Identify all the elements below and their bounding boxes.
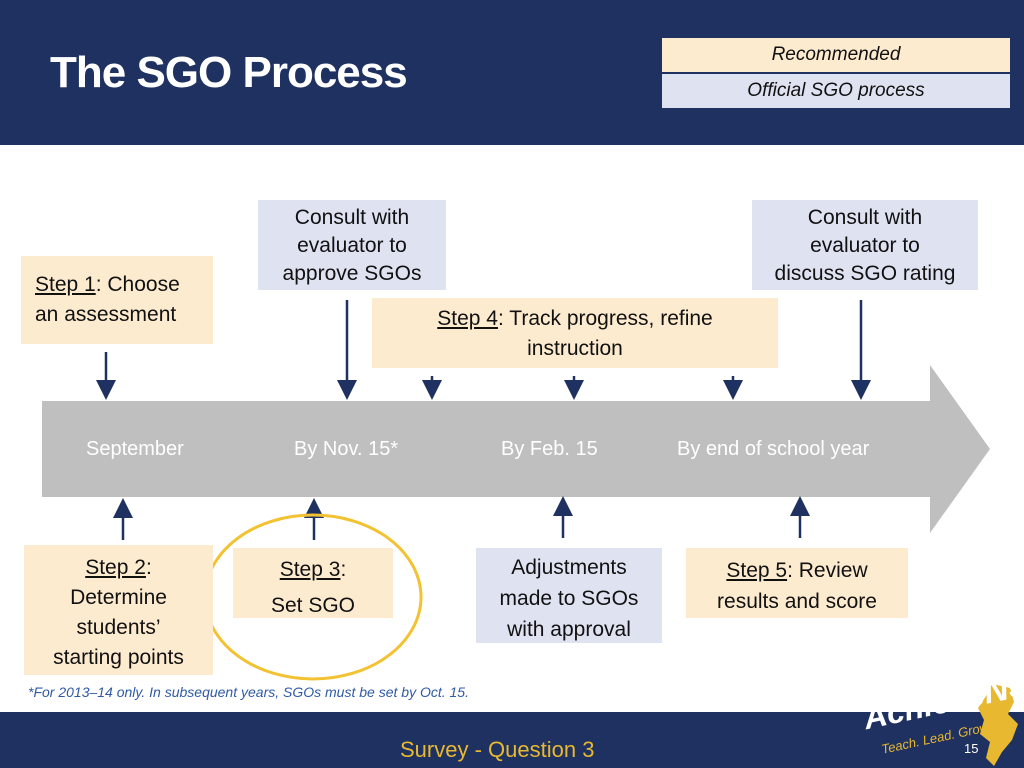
step3-text2: Set SGO: [270, 594, 356, 617]
header-bar: [0, 0, 1024, 145]
consult-approve-line1: Consult with: [294, 206, 410, 229]
consult-discuss-line1: Consult with: [807, 206, 923, 229]
step3-text1: :: [340, 558, 347, 581]
step5-box: Step 5: Review results and score: [686, 548, 908, 618]
consult-discuss-box: Consult with evaluator to discuss SGO ra…: [752, 200, 978, 290]
step2-text2: Determine: [70, 586, 167, 609]
consult-discuss-line3: discuss SGO rating: [774, 262, 956, 285]
step4-box: Step 4: Track progress, refine instructi…: [372, 298, 778, 368]
step3-box: Step 3: Set SGO: [233, 548, 393, 618]
timeline-label-end-of-year: By end of school year: [677, 438, 870, 460]
adjustments-box: Adjustments made to SGOs with approval: [476, 548, 662, 643]
nj-state-icon: [978, 684, 1018, 766]
step5-label: Step 5: [726, 559, 788, 582]
step2-box: Step 2: Determine students’ starting poi…: [24, 545, 213, 675]
page-title: The SGO Process: [50, 48, 408, 97]
legend-official: Official SGO process: [662, 74, 1010, 108]
step5-text2: results and score: [717, 590, 877, 613]
timeline-label-nov15: By Nov. 15*: [294, 438, 399, 460]
step5-text1: : Review: [787, 559, 868, 582]
legend-recommended: Recommended: [662, 38, 1010, 72]
step2-text3: students’: [76, 616, 161, 639]
timeline-label-september: September: [86, 438, 184, 460]
footer-bar: [0, 712, 1024, 768]
page-number: 15: [964, 741, 979, 756]
step1-text2: an assessment: [35, 303, 177, 326]
step2-text4: starting points: [53, 646, 184, 669]
timeline-label-feb15: By Feb. 15: [501, 438, 598, 460]
step3-label: Step 3: [279, 558, 341, 581]
logo-nj: NJ: [980, 665, 1024, 712]
adjust-line1: Adjustments: [511, 556, 627, 579]
consult-discuss-line2: evaluator to: [810, 234, 920, 257]
survey-link[interactable]: Survey - Question 3: [400, 737, 595, 762]
step1-text1: : Choose: [95, 273, 180, 296]
step2-label: Step 2: [85, 556, 146, 579]
step1-label: Step 1: [35, 273, 96, 296]
step2-text1: :: [145, 556, 152, 579]
step1-box: Step 1: Choose an assessment: [21, 256, 213, 344]
adjust-line2: made to SGOs: [499, 587, 639, 610]
footnote: *For 2013–14 only. In subsequent years, …: [28, 684, 469, 700]
consult-approve-box: Consult with evaluator to approve SGOs: [258, 200, 446, 290]
consult-approve-line2: evaluator to: [297, 234, 407, 257]
consult-approve-line3: approve SGOs: [282, 262, 422, 285]
step4-text1: : Track progress, refine: [497, 307, 713, 330]
adjust-line3: with approval: [507, 618, 631, 641]
step4-label: Step 4: [437, 307, 498, 330]
timeline-arrow: [42, 365, 990, 533]
step4-text2: instruction: [527, 337, 623, 360]
